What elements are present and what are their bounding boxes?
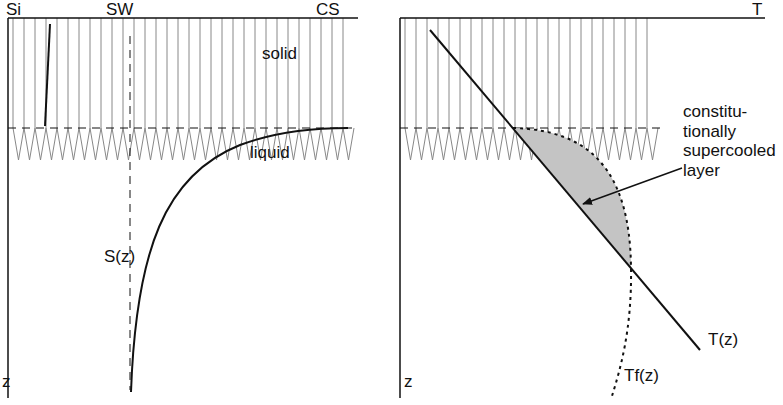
callout-label: constitu- tionally supercooled layer bbox=[683, 102, 779, 180]
curve-label: S(z) bbox=[104, 247, 135, 267]
axis-label: CS bbox=[316, 0, 340, 20]
axis-label: z bbox=[404, 372, 413, 392]
axis-label: z bbox=[2, 372, 11, 392]
curve-label: Tf(z) bbox=[624, 366, 659, 386]
dendrite-comb bbox=[13, 18, 354, 160]
region-label: solid bbox=[262, 44, 297, 64]
axis-label: SW bbox=[106, 0, 133, 20]
axis-label: T bbox=[752, 0, 762, 20]
axis-label: Si bbox=[6, 0, 21, 20]
region-label: liquid bbox=[250, 143, 290, 163]
curve-label: T(z) bbox=[708, 330, 738, 350]
